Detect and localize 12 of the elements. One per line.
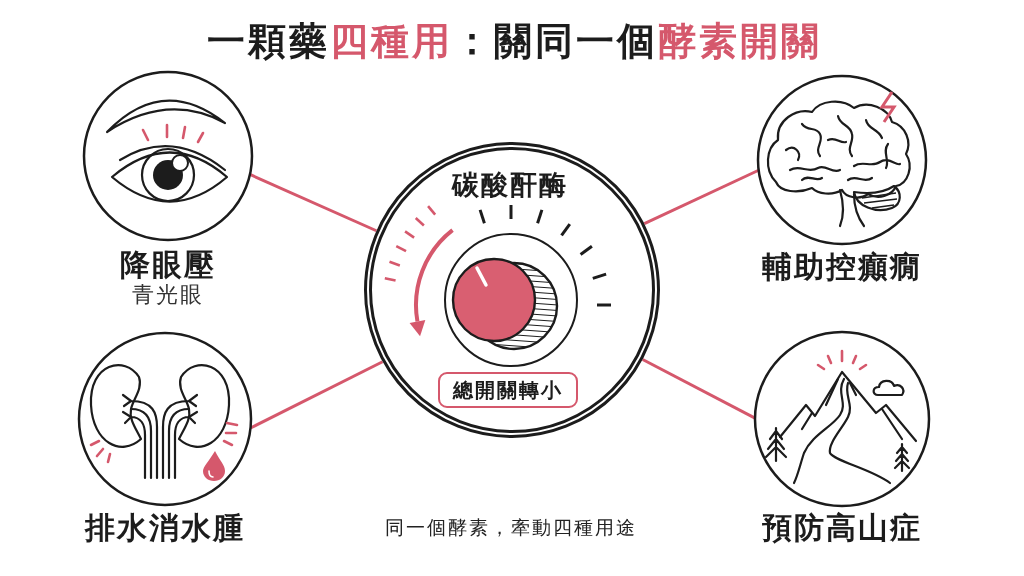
title: 一顆藥四種用：關同一個酵素開關 [206, 20, 822, 64]
node-title: 輔助控癲癇 [762, 249, 922, 285]
pill-label: 總開關轉小 [438, 372, 578, 408]
circle-heading: 碳酸酐酶 [452, 169, 568, 201]
connector-line [249, 173, 377, 233]
node-title: 排水消水腫 [85, 510, 245, 546]
node-subtitle: 青光眼 [132, 282, 204, 308]
node-title: 降眼壓 [120, 247, 216, 283]
caption: 同一個酵素，牽動四種用途 [385, 517, 637, 539]
connector-line [643, 168, 760, 226]
connector-line [642, 358, 756, 420]
node-title: 預防高山症 [762, 510, 922, 546]
